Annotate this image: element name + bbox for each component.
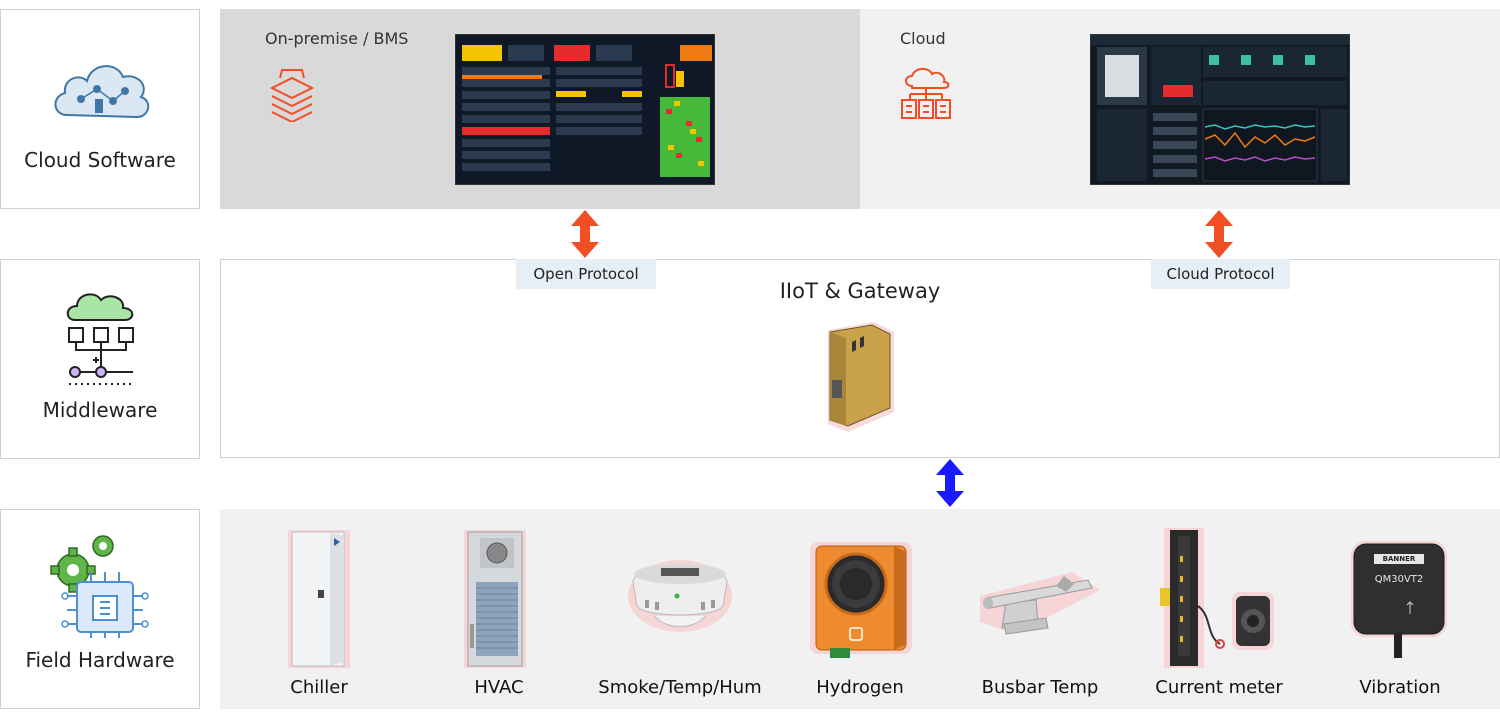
device-label-chiller: Chiller [290, 677, 348, 698]
hvac-image [464, 530, 526, 668]
gear-chip-icon [50, 535, 149, 638]
device-label-smoke-temp-hum: Smoke/Temp/Hum [598, 677, 762, 698]
cloud-protocol-label: Cloud Protocol [1151, 259, 1290, 289]
device-label-vibration: Vibration [1359, 677, 1441, 698]
busbar-temp-sensor-image [980, 572, 1100, 635]
layers-stack-icon [269, 69, 315, 122]
cloud-title: Cloud [900, 29, 946, 48]
gateway-device-image [828, 322, 894, 432]
middleware-label: Middleware [42, 398, 158, 422]
bms-title: On-premise / BMS [265, 29, 409, 48]
hydrogen-sensor-image [810, 542, 912, 658]
bms-dashboard-screenshot [455, 34, 715, 185]
current-meter-image [1160, 528, 1274, 668]
device-label-hvac: HVAC [474, 677, 524, 698]
open-protocol-label: Open Protocol [516, 259, 656, 289]
cloud-dashboard-screenshot [1090, 34, 1350, 185]
gateway-title: IIoT & Gateway [779, 279, 941, 303]
middleware-icon [66, 293, 134, 385]
cloud-protocol-arrow [1205, 210, 1233, 258]
chiller-image [288, 530, 350, 668]
cloud-software-layer: Cloud Software [0, 9, 200, 209]
field-link-arrow [936, 459, 964, 507]
field-hardware-label: Field Hardware [25, 648, 175, 672]
device-label-busbar-temp: Busbar Temp [981, 677, 1099, 698]
middleware-layer: Middleware [0, 259, 200, 459]
vibration-sensor-image: BANNER QM30VT2 [1350, 540, 1448, 660]
field-hardware-layer: Field Hardware [0, 509, 200, 709]
device-label-current-meter: Current meter [1155, 677, 1283, 698]
vibration-model-text: QM30VT2 [1374, 574, 1424, 585]
cloud-server-icon [901, 68, 951, 119]
cloud-software-label: Cloud Software [24, 148, 176, 172]
cloud-network-icon [54, 65, 150, 119]
smoke-detector-image [628, 560, 732, 632]
device-label-hydrogen: Hydrogen [816, 677, 904, 698]
open-protocol-arrow [571, 210, 599, 258]
vibration-brand-text: BANNER [1374, 554, 1424, 564]
